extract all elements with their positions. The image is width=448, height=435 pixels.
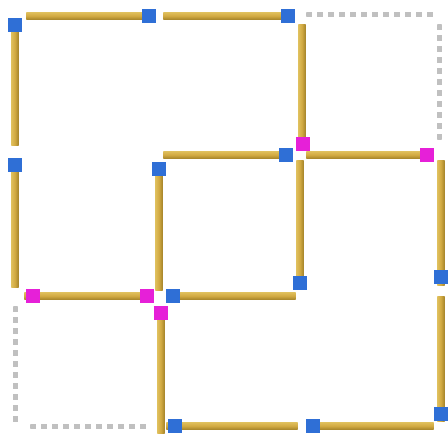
matchstick-right-top-horizontal[interactable] [306, 151, 432, 159]
match-head-icon [166, 289, 180, 303]
matchstick-left-bottom-horizontal[interactable] [24, 292, 152, 300]
matchstick-bottom-right[interactable] [306, 422, 434, 430]
match-head-icon [8, 18, 22, 32]
matchstick-center-top[interactable] [163, 151, 289, 159]
match-head-moved-icon [420, 148, 434, 162]
match-head-moved-icon [140, 289, 154, 303]
matchstick-left-upper[interactable] [11, 18, 19, 146]
match-head-icon [293, 276, 307, 290]
match-head-icon [279, 148, 293, 162]
matchstick-left-middle[interactable] [11, 160, 19, 288]
matchstick-top-left-top[interactable] [26, 12, 150, 20]
match-head-icon [168, 419, 182, 433]
matchstick-top-middle-top[interactable] [163, 12, 289, 20]
matchstick-upper-middle-vertical[interactable] [298, 24, 306, 146]
empty-slot-left-lower[interactable] [13, 306, 18, 424]
match-head-moved-icon [26, 289, 40, 303]
matchstick-lower-middle-vertical[interactable] [157, 308, 165, 434]
match-head-icon [306, 419, 320, 433]
match-head-icon [152, 162, 166, 176]
empty-slot-right-upper[interactable] [437, 24, 442, 140]
matchstick-bottom-middle[interactable] [166, 422, 298, 430]
match-head-moved-icon [154, 306, 168, 320]
matchstick-center-right[interactable] [296, 160, 304, 286]
match-head-icon [434, 407, 448, 421]
matchstick-right-lower[interactable] [437, 296, 445, 422]
empty-slot-top-right[interactable] [306, 12, 438, 17]
match-head-icon [281, 9, 295, 23]
match-head-moved-icon [296, 137, 310, 151]
match-head-icon [434, 270, 448, 284]
empty-slot-bottom-left[interactable] [30, 424, 150, 429]
match-head-icon [142, 9, 156, 23]
matchstick-center-left[interactable] [155, 163, 163, 291]
matchstick-center-bottom[interactable] [166, 292, 296, 300]
match-head-icon [8, 158, 22, 172]
matchstick-right-middle[interactable] [437, 160, 445, 286]
